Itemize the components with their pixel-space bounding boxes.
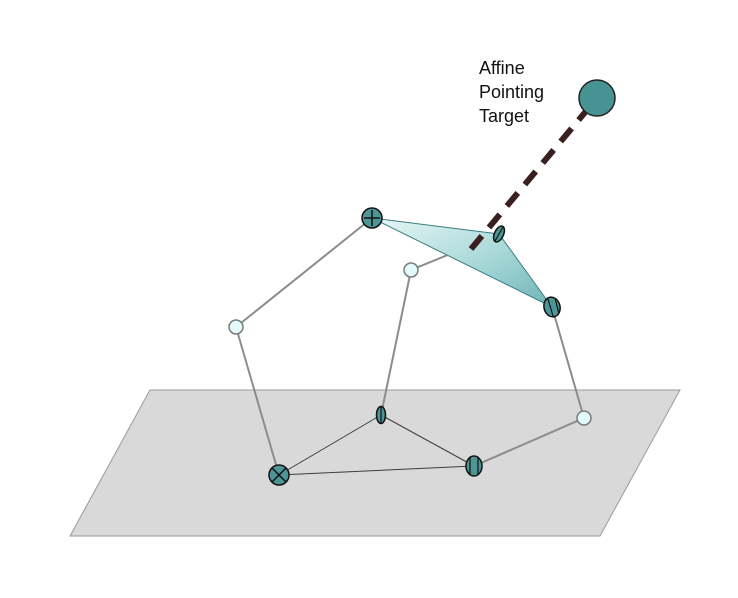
passive-joint-leg-2 [403,262,419,278]
base-joint-left [268,464,290,486]
target-label-line-2: Pointing [479,82,544,102]
base-joint-right [465,455,483,477]
passive-joints [228,262,592,426]
target-label-line-1: Affine [479,58,525,78]
ground-plane [69,389,681,537]
platform-joint-top [492,225,506,243]
pointing-target [578,79,616,117]
target-label: Affine Pointing Target [479,58,544,126]
base-joint-center [375,405,387,425]
passive-joint-leg-3 [576,410,592,426]
pointing-ray [468,96,600,251]
moving-platform [371,217,553,308]
passive-joint-leg-1 [228,319,244,335]
target-label-line-3: Target [479,106,529,126]
base-triangle [278,414,475,476]
platform-joint-left [361,207,383,229]
platform-joint-right [543,296,561,318]
